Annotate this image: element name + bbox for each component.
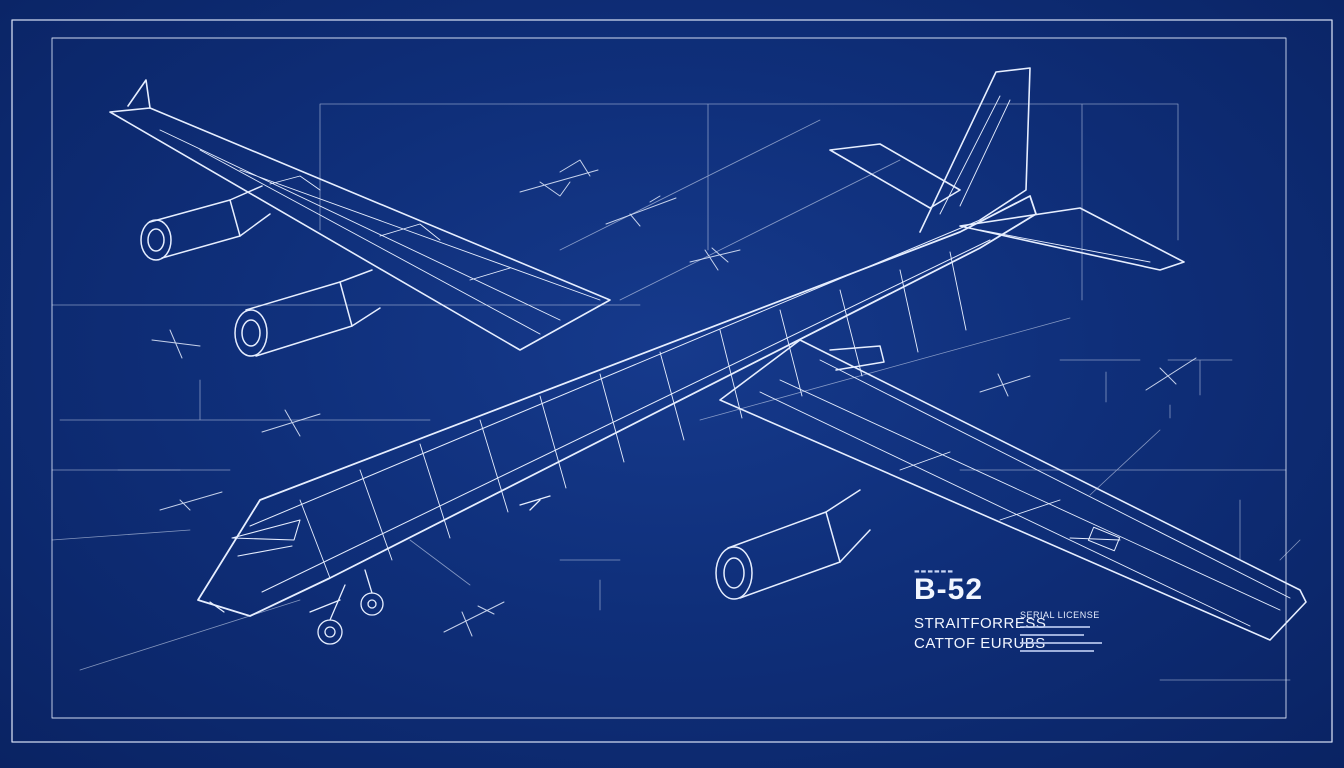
spec-rule — [1020, 642, 1102, 644]
construction-lines — [51, 103, 1301, 681]
spec-heading: SERIAL LICENSE — [1020, 610, 1100, 620]
title-block-rule: ▬▬▬▬▬▬ — [914, 568, 955, 575]
left-wing — [109, 79, 611, 351]
spec-block: SERIAL LICENSE — [1020, 610, 1102, 652]
right-wing — [719, 339, 1307, 641]
ghost-silhouettes — [151, 159, 1197, 637]
landing-gear — [309, 495, 551, 645]
engine-nacelles — [140, 185, 885, 600]
frame-borders — [11, 19, 1333, 743]
title-block: ▬▬▬▬▬▬ B-52 STRAITFORRESS CATTOF EURUBS — [914, 568, 1046, 653]
aircraft-name-line-1: STRAITFORRESS — [914, 615, 1047, 632]
spec-rule — [1020, 634, 1084, 636]
tail-assembly — [829, 67, 1185, 271]
spec-rule — [1020, 626, 1090, 628]
aircraft-name-line-2: CATTOF EURUBS — [914, 635, 1046, 652]
spec-rule — [1020, 650, 1094, 652]
model-designation: B-52 — [914, 573, 984, 606]
